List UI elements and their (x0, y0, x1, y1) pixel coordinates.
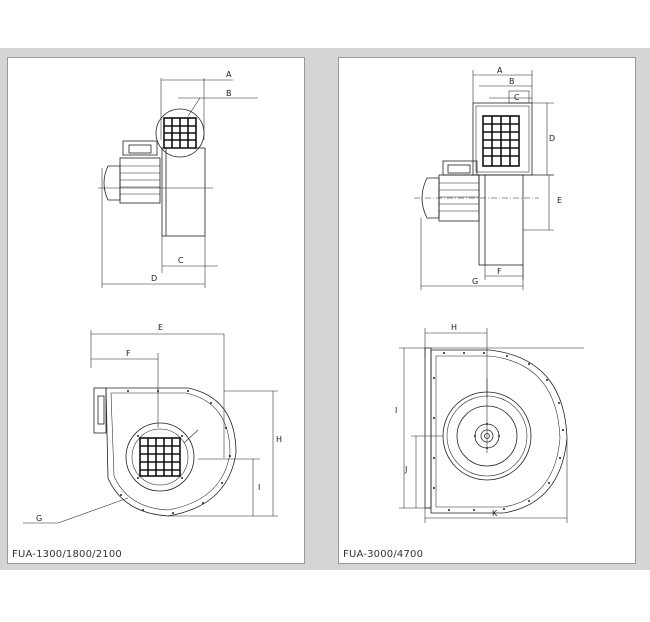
dim-label-f: F (126, 349, 131, 358)
dim-label-j: J (404, 465, 407, 474)
dim-label-a: A (497, 66, 503, 75)
panel-fua-3000: A B C D (338, 57, 636, 564)
dim-label-c: C (514, 93, 520, 102)
dim-label-d: D (151, 274, 157, 283)
side-view: A B (98, 70, 258, 288)
dim-label-k: K (492, 509, 498, 518)
model-caption: FUA-1300/1800/2100 (12, 549, 122, 560)
dim-label-c: C (178, 256, 184, 265)
bolt-holes (120, 390, 231, 514)
dim-label-h: H (276, 435, 282, 444)
model-caption: FUA-3000/4700 (343, 549, 424, 560)
dim-label-i: I (258, 483, 260, 492)
front-view: E F (23, 323, 282, 524)
dim-label-g: G (472, 277, 478, 286)
dim-label-e: E (158, 323, 163, 332)
panel-fua-1300: A B (7, 57, 305, 564)
drawing-fua-3000: A B C D (395, 66, 584, 523)
bolt-holes (433, 352, 564, 511)
dim-label-i: I (395, 406, 397, 415)
dim-label-a: A (226, 70, 232, 79)
dim-label-f: F (497, 267, 502, 276)
dim-label-e: E (557, 196, 562, 205)
front-view: H (395, 323, 584, 523)
dim-label-d: D (549, 134, 555, 143)
dim-label-b: B (509, 77, 515, 86)
dim-label-g: G (36, 514, 42, 523)
side-view: A B C D (414, 66, 562, 290)
dim-label-h: H (451, 323, 457, 332)
dim-label-b: B (226, 89, 232, 98)
drawing-fua-1300: A B (23, 70, 282, 524)
